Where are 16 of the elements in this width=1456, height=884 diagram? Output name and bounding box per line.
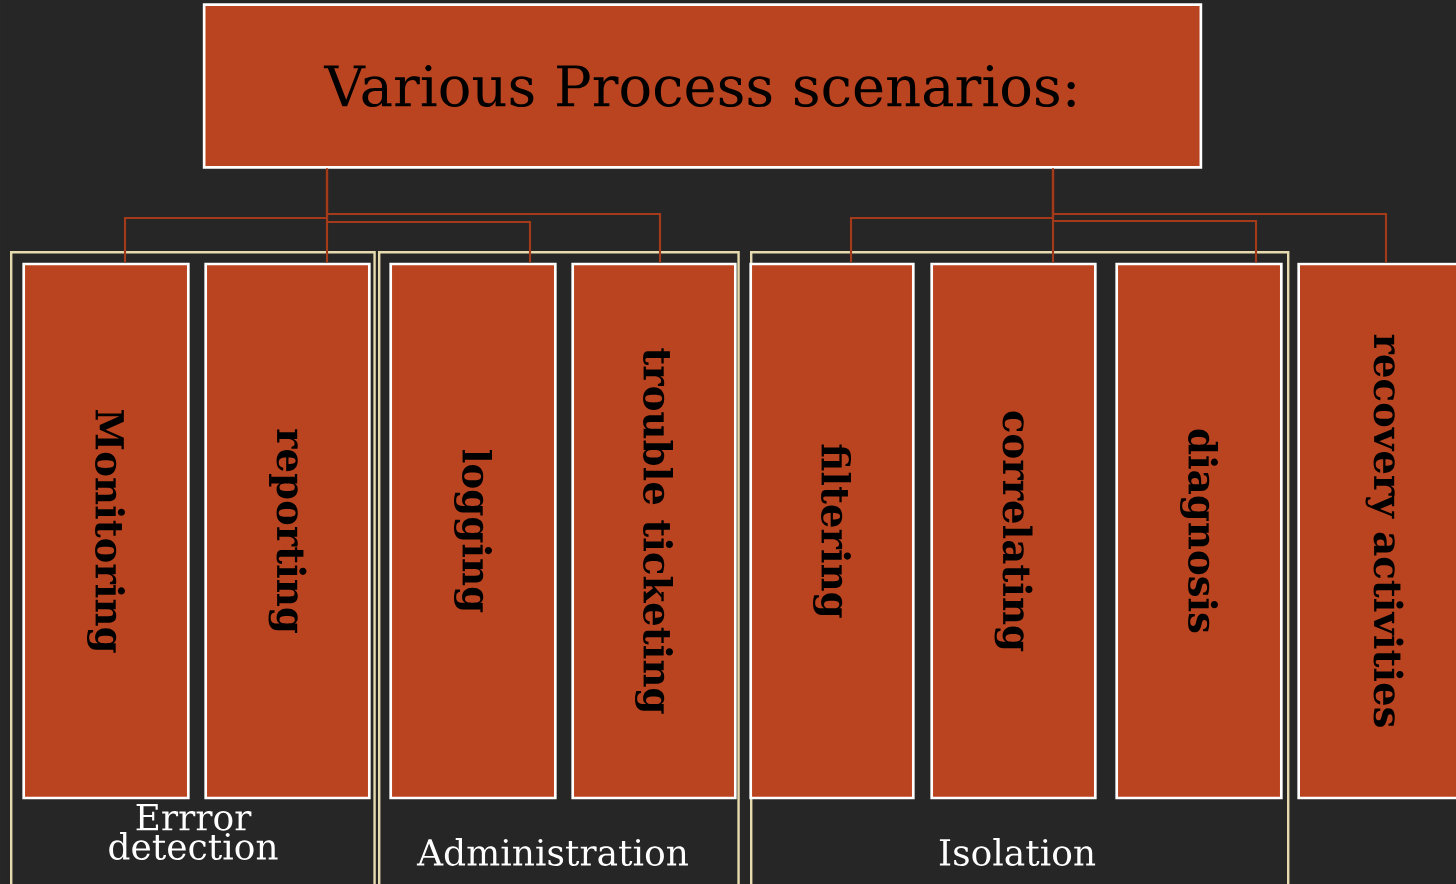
process-box: diagnosis: [1115, 262, 1283, 800]
group-frame: [10, 251, 376, 884]
connector-line: [1051, 168, 1388, 263]
group-label: Isolation: [939, 838, 1096, 866]
group-label: Administration: [416, 838, 688, 866]
process-box: correlating: [930, 262, 1097, 800]
title-box: Various Process scenarios:: [202, 3, 1203, 169]
connector-line: [325, 168, 662, 263]
process-box: filtering: [749, 262, 915, 800]
process-box: reporting: [204, 262, 371, 800]
process-box: Monitoring: [22, 262, 190, 800]
group-frame: [378, 251, 740, 884]
process-box: trouble ticketing: [571, 262, 737, 800]
process-box: logging: [389, 262, 557, 800]
group-label: Errror detection: [109, 804, 278, 860]
process-box: recovery activities: [1297, 262, 1456, 800]
